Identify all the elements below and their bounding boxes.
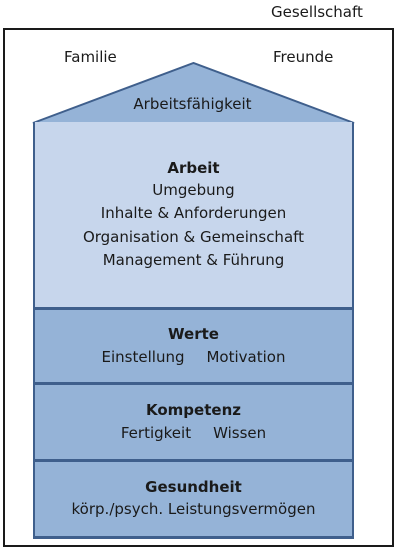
floor-kompetenz-item: Fertigkeit: [120, 424, 192, 442]
floor-kompetenz-title: Kompetenz: [146, 401, 241, 419]
floor-arbeit: Arbeit Umgebung Inhalte & Anforderungen …: [33, 122, 354, 310]
floor-arbeit-title: Arbeit: [167, 158, 220, 177]
floor-gesundheit-item: körp./psych. Leistungsvermögen: [71, 500, 316, 519]
society-label: Gesellschaft: [271, 3, 363, 21]
floor-arbeit-item: Umgebung: [152, 180, 235, 199]
floor-werte-title: Werte: [168, 325, 219, 343]
floor-arbeit-item: Inhalte & Anforderungen: [100, 204, 287, 222]
floor-werte: Werte Einstellung Motivation: [33, 310, 354, 385]
floor-werte-item: Motivation: [206, 348, 286, 366]
society-frame: [3, 28, 394, 547]
floor-gesundheit-title: Gesundheit: [145, 478, 242, 497]
house-roof: [32, 62, 355, 124]
family-label: Familie: [64, 48, 117, 66]
roof-label: Arbeitsfähigkeit: [133, 95, 252, 113]
floor-kompetenz: Kompetenz Fertigkeit Wissen: [33, 385, 354, 462]
floor-werte-item: Einstellung: [101, 348, 185, 366]
floor-arbeit-item: Organisation & Gemeinschaft: [82, 227, 305, 246]
floor-kompetenz-item: Wissen: [213, 424, 267, 442]
floor-arbeit-item: Management & Führung: [102, 251, 285, 269]
friends-label: Freunde: [273, 48, 334, 66]
floor-gesundheit: Gesundheit körp./psych. Leistungsvermöge…: [33, 462, 354, 539]
